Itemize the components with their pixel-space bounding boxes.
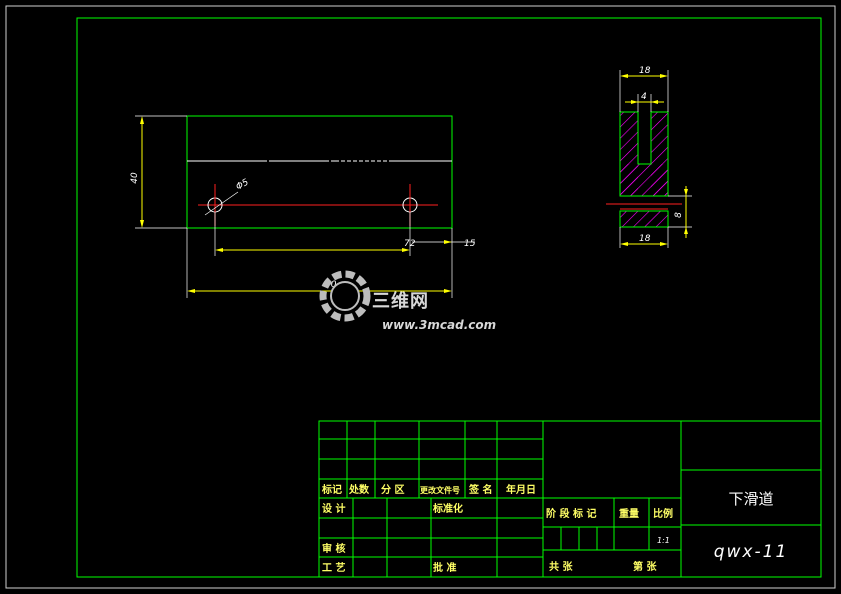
- header-count: 处数: [348, 483, 370, 496]
- header-date: 年月日: [506, 483, 536, 496]
- base-hatch: [620, 211, 668, 227]
- label-approve: 批 准: [433, 561, 456, 574]
- label-review: 审 核: [322, 542, 345, 555]
- arrow: [140, 116, 144, 124]
- dim-phi5-text: Φ5: [235, 177, 251, 192]
- label-process: 工 艺: [322, 561, 345, 574]
- header-mark: 标记: [321, 483, 342, 496]
- label-sheet-no: 第 张: [633, 560, 657, 573]
- dim-height-text: 40: [130, 172, 140, 184]
- arrow: [684, 189, 688, 196]
- arrow: [444, 289, 452, 293]
- front-view-body: [186, 115, 453, 229]
- arrow: [684, 227, 688, 234]
- arrow: [140, 220, 144, 228]
- dim-bottom-width-text: 18: [639, 234, 651, 244]
- arrow: [444, 240, 452, 244]
- label-design: 设 计: [322, 502, 345, 515]
- watermark-brand: 三维网: [372, 290, 429, 312]
- arrow: [651, 100, 658, 104]
- header-signature: 签 名: [468, 483, 492, 496]
- gear-icon: [319, 270, 371, 322]
- label-weight: 重量: [619, 507, 639, 520]
- dim-72-text: 72: [404, 239, 416, 249]
- header-change-doc: 更改文件号: [420, 485, 460, 495]
- side-view: 18 4 18 8: [606, 66, 692, 248]
- scale-value: 1:1: [657, 536, 670, 545]
- arrow: [402, 248, 410, 252]
- label-total-sheets: 共 张: [549, 560, 573, 573]
- label-stage-mark: 阶 段 标 记: [546, 507, 596, 520]
- header-zone: 分 区: [381, 483, 404, 496]
- arrow: [620, 242, 628, 246]
- dim-top-width-text: 18: [639, 66, 651, 76]
- drawing-code: qwx-11: [714, 542, 789, 562]
- watermark-url: www.3mcad.com: [382, 318, 496, 332]
- dim-15-text: 15: [464, 239, 476, 249]
- dim-slot-text: 4: [641, 92, 647, 102]
- arrow: [215, 248, 223, 252]
- front-view: 40 Φ5 72 15 90: [130, 115, 476, 298]
- title-block-text: 标记 处数 分 区 更改文件号 签 名 年月日 设 计 标准化 审 核 工 艺 …: [321, 483, 789, 574]
- arrow: [620, 74, 628, 78]
- side-hatch-bottom: [620, 164, 668, 196]
- drawing-title: 下滑道: [728, 490, 773, 508]
- arrow: [660, 74, 668, 78]
- arrow: [187, 289, 195, 293]
- title-block: [318, 420, 822, 578]
- arrow: [660, 242, 668, 246]
- outer-sheet-border: [5, 5, 836, 589]
- label-standardize: 标准化: [432, 502, 463, 515]
- dim-length-text: 90: [325, 280, 337, 290]
- dim-base-height-text: 8: [674, 212, 684, 218]
- base-outline: [619, 210, 669, 228]
- label-ratio: 比例: [653, 507, 673, 520]
- watermark: 三维网 www.3mcad.com: [319, 270, 496, 332]
- leader-phi5: [204, 191, 239, 216]
- arrow: [631, 100, 638, 104]
